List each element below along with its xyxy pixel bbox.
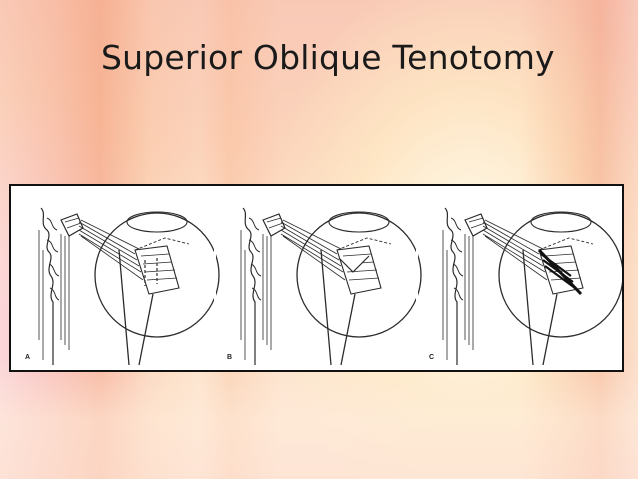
panel-label-a: A [25,354,31,361]
panel-c-illustration [442,207,622,366]
panel-label-c: C [429,354,435,361]
illustration-svg [38,186,622,370]
surgical-illustration-figure: A B C [9,184,624,372]
slide-title: Superior Oblique Tenotomy [101,38,555,77]
panel-label-b: B [227,354,233,361]
panel-a-illustration [38,207,220,366]
panel-b-illustration [240,207,422,366]
